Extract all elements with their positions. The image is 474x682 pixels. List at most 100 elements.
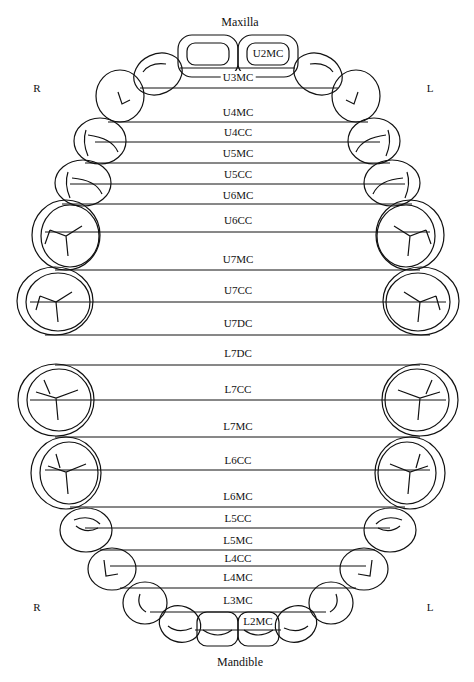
measurement-label: L2MC xyxy=(241,615,274,627)
side-label: R xyxy=(31,601,42,613)
tooth-detail xyxy=(118,92,130,104)
side-label: R xyxy=(31,82,42,94)
lower-teeth xyxy=(18,364,458,648)
measurement-label: U4CC xyxy=(222,126,254,138)
tooth-outline xyxy=(88,548,136,590)
tooth-detail xyxy=(84,130,118,156)
tooth-detail xyxy=(139,594,146,612)
measurement-line xyxy=(45,335,430,336)
measurement-label: L7MC xyxy=(221,420,254,432)
measurement-label: L3MC xyxy=(221,594,254,606)
tooth-detail xyxy=(346,92,358,104)
tooth-detail xyxy=(284,626,308,631)
tooth-detail xyxy=(74,518,100,531)
measurement-label: U7DC xyxy=(222,317,255,329)
tooth-detail xyxy=(394,226,431,256)
measurement-line xyxy=(100,550,375,551)
tooth-detail xyxy=(41,205,99,267)
tooth-outline xyxy=(238,612,279,646)
tooth-detail xyxy=(373,172,409,198)
tooth-outline xyxy=(287,45,349,102)
side-label: L xyxy=(425,601,436,613)
tooth-detail xyxy=(244,630,273,635)
tooth-outline xyxy=(375,437,445,509)
tooth-outline xyxy=(376,200,444,270)
jaw-label: Mandible xyxy=(215,656,265,668)
tooth-outline xyxy=(32,200,100,270)
tooth-detail xyxy=(404,292,440,322)
measurement-label: U7MC xyxy=(221,253,256,265)
measurement-label: L4CC xyxy=(223,552,254,564)
tooth-outline xyxy=(383,267,459,335)
tooth-detail xyxy=(390,454,428,494)
measurement-line xyxy=(70,507,405,508)
tooth-outline xyxy=(340,548,388,590)
measurement-line xyxy=(85,163,390,164)
measurement-label: L7DC xyxy=(222,347,254,359)
measurement-line xyxy=(55,365,420,366)
measurement-label: L5CC xyxy=(223,512,254,524)
measurement-line xyxy=(120,588,356,589)
tooth-detail xyxy=(45,226,82,256)
measurement-line xyxy=(62,204,412,205)
tooth-outline xyxy=(364,160,420,206)
measurement-line xyxy=(30,400,446,401)
measurement-label: U5CC xyxy=(222,168,254,180)
tooth-detail xyxy=(168,626,192,631)
tooth-detail xyxy=(247,43,289,65)
measurement-line xyxy=(195,630,281,631)
measurement-line xyxy=(30,302,446,303)
tooth-outline xyxy=(60,508,112,552)
tooth-detail xyxy=(378,442,436,504)
tooth-outline xyxy=(96,70,144,122)
tooth-detail xyxy=(356,130,390,156)
measurement-line xyxy=(95,142,380,143)
measurement-label: U6CC xyxy=(222,214,254,226)
tooth-outline xyxy=(127,45,189,102)
tooth-detail xyxy=(330,594,337,612)
measurement-line xyxy=(180,68,295,69)
measurement-line xyxy=(55,437,420,438)
measurement-line xyxy=(55,270,420,271)
measurement-label: U5MC xyxy=(221,147,256,159)
measurement-label: U6MC xyxy=(221,189,256,201)
tooth-detail xyxy=(310,64,333,72)
upper-teeth xyxy=(17,35,459,335)
measurement-label: U2MC xyxy=(251,47,286,59)
tooth-outline xyxy=(31,437,101,509)
tooth-outline xyxy=(17,267,93,335)
measurement-lines xyxy=(30,68,446,630)
measurement-label: L5MC xyxy=(221,534,254,546)
measurement-line xyxy=(150,612,326,613)
measurement-label: L7CC xyxy=(223,383,254,395)
tooth-detail xyxy=(104,560,118,576)
tooth-outline xyxy=(348,118,400,164)
measurement-line xyxy=(108,122,368,123)
measurement-label: L6MC xyxy=(221,490,254,502)
tooth-outline xyxy=(332,70,380,122)
measurement-line xyxy=(70,184,405,185)
tooth-outline xyxy=(55,160,111,206)
measurement-label: U4MC xyxy=(221,106,256,118)
tooth-detail xyxy=(143,64,166,72)
measurement-label: L6CC xyxy=(223,454,254,466)
jaw-label: Maxilla xyxy=(219,16,260,28)
measurement-label: L4MC xyxy=(221,571,254,583)
measurement-line xyxy=(85,528,390,529)
tooth-detail xyxy=(40,442,98,504)
tooth-detail xyxy=(48,454,86,494)
measurement-line xyxy=(140,88,338,89)
side-label: L xyxy=(425,82,436,94)
tooth-detail xyxy=(358,560,372,576)
tooth-outline xyxy=(197,612,238,646)
measurement-line xyxy=(45,232,430,233)
tooth-detail xyxy=(203,630,232,635)
measurement-line xyxy=(110,566,366,567)
tooth-detail xyxy=(36,292,72,322)
tooth-detail xyxy=(376,518,402,531)
tooth-detail xyxy=(187,43,229,65)
tooth-outline xyxy=(74,118,126,164)
tooth-detail xyxy=(377,205,435,267)
tooth-detail xyxy=(66,172,102,198)
measurement-label: U3MC xyxy=(221,71,256,83)
